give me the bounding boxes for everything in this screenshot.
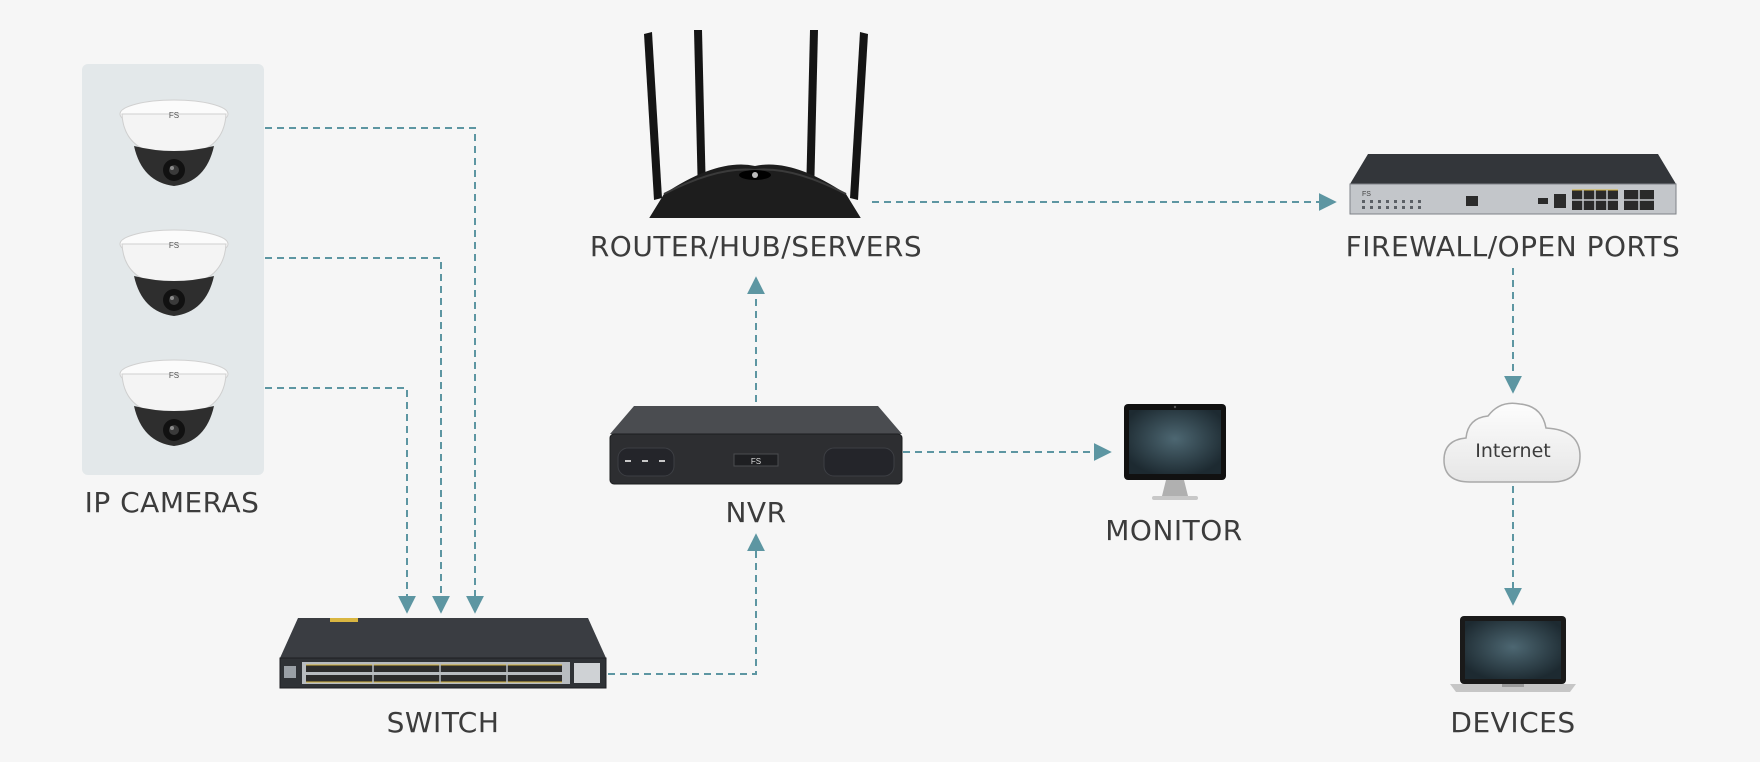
camera2-to-switch-line (265, 257, 450, 614)
monitor-label: MONITOR (1105, 514, 1243, 547)
dome-camera-icon: FS (119, 229, 229, 316)
firewall-label: FIREWALL/OPEN PORTS (1345, 230, 1681, 263)
firewall-icon: FS (1349, 154, 1677, 215)
laptop-icon (1450, 616, 1576, 692)
camera-brand-text: FS (169, 371, 179, 380)
switch-icon (279, 618, 607, 689)
nvr-label: NVR (725, 496, 787, 529)
internet-cloud-text: Internet (1475, 440, 1550, 462)
dome-camera-icon: FS (119, 359, 229, 446)
monitor-icon (1124, 404, 1226, 500)
camera-brand-text: FS (169, 111, 179, 120)
nvr-icon: FS (609, 406, 903, 485)
router-icon (644, 30, 868, 218)
ip-cameras-label: IP CAMERAS (84, 486, 260, 519)
switch-to-nvr-line (608, 533, 765, 675)
dome-camera-icon: FS (119, 99, 229, 186)
nvr-brand-text: FS (751, 457, 761, 466)
camera1-to-switch-line (265, 127, 484, 614)
cloud-icon: Internet (1443, 402, 1581, 483)
camera3-to-switch-line (265, 387, 416, 614)
firewall-brand-text: FS (1362, 191, 1371, 198)
switch-label: SWITCH (386, 706, 500, 739)
devices-label: DEVICES (1450, 706, 1576, 739)
camera-brand-text: FS (169, 241, 179, 250)
router-label: ROUTER/HUB/SERVERS (589, 230, 923, 263)
